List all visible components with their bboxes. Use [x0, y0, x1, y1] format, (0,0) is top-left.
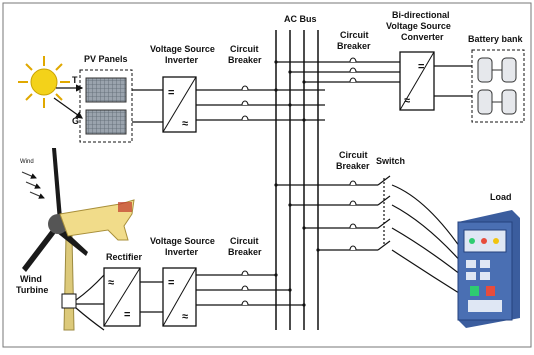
- bidir-converter-box: = ≈: [399, 51, 435, 111]
- cb-right-symbol: [349, 57, 357, 83]
- rectifier-box: ≈ =: [103, 267, 141, 327]
- svg-text:≈: ≈: [404, 95, 410, 107]
- wind-label: Wind: [20, 274, 42, 284]
- load-label: Load: [490, 192, 512, 202]
- vsi-top-box: = ≈: [162, 76, 197, 133]
- svg-text:=: =: [418, 61, 424, 73]
- vsi-bottom-box: = ≈: [162, 267, 197, 327]
- svg-text:≈: ≈: [182, 118, 188, 130]
- wind-small-label: Wind: [20, 159, 34, 165]
- wind-turbine-icon: [22, 148, 135, 331]
- wind-arrows-icon: [21, 171, 45, 199]
- svg-text:≈: ≈: [182, 311, 188, 323]
- battery-bank-label: Battery bank: [468, 34, 524, 44]
- svg-text:=: =: [124, 309, 130, 321]
- battery-bank-box: [471, 49, 525, 123]
- sun-g-label: G: [72, 116, 79, 126]
- cb-mid-symbol: [349, 180, 357, 251]
- svg-text:≈: ≈: [108, 277, 114, 289]
- switch-label: Switch: [376, 156, 405, 166]
- cb-top-label-1: Circuit: [230, 44, 259, 54]
- bidir-label-3: Converter: [401, 32, 444, 42]
- battery-icons: [477, 57, 517, 115]
- pv-panels-label: PV Panels: [84, 54, 128, 64]
- bidir-label-1: Bi-directional: [392, 10, 450, 20]
- pv-panels-box: [79, 69, 133, 143]
- pv-panel-top: [85, 77, 127, 103]
- vsi-bot-label-1: Voltage Source: [150, 236, 215, 246]
- vsi-top-label-1: Voltage Source: [150, 44, 215, 54]
- cb-top-symbol: [241, 85, 249, 121]
- turbine-label: Turbine: [16, 285, 48, 295]
- cb-right-label-2: Breaker: [337, 41, 371, 51]
- switch-symbol: [377, 175, 391, 251]
- sun-icon: [18, 56, 70, 108]
- bidir-label-2: Voltage Source: [386, 21, 451, 31]
- vsi-bot-label-2: Inverter: [165, 247, 199, 257]
- cb-bot-label-2: Breaker: [228, 247, 262, 257]
- cb-mid-label-2: Breaker: [336, 161, 370, 171]
- cb-top-label-2: Breaker: [228, 55, 262, 65]
- pv-panel-bottom: [85, 109, 127, 135]
- svg-text:=: =: [168, 87, 174, 99]
- cb-mid-label-1: Circuit: [339, 150, 368, 160]
- load-cabinet-icon: [457, 210, 520, 328]
- cb-bot-label-1: Circuit: [230, 236, 259, 246]
- vsi-top-label-2: Inverter: [165, 55, 199, 65]
- ac-bus-label: AC Bus: [284, 14, 317, 24]
- ac-bus-lines: [275, 30, 319, 330]
- sun-g-arrow: [53, 97, 83, 119]
- sun-t-label: T: [72, 75, 78, 85]
- rectifier-label: Rectifier: [106, 252, 143, 262]
- cb-bottom-symbol: [241, 270, 249, 306]
- generator-icon: [61, 293, 77, 309]
- cb-right-label-1: Circuit: [340, 30, 369, 40]
- svg-text:=: =: [168, 277, 174, 289]
